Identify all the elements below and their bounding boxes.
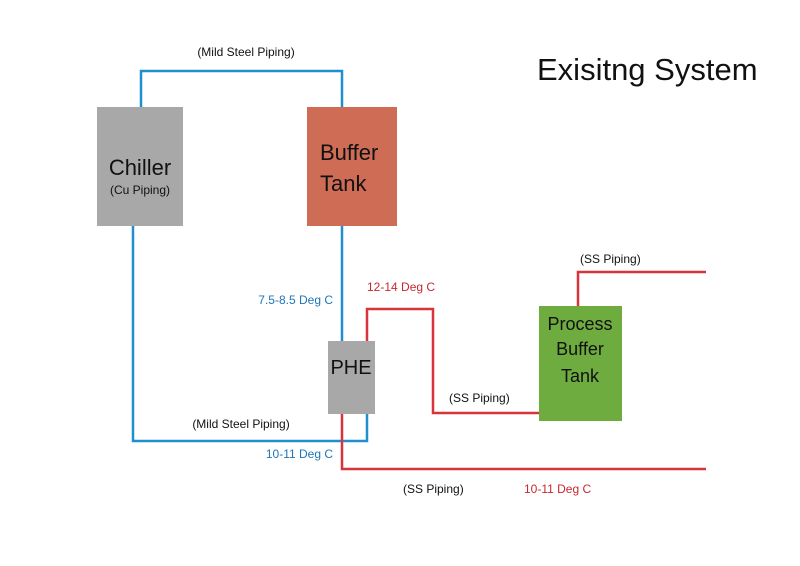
hot-return-temp-label: 10-11 Deg C xyxy=(524,482,591,496)
ss-piping-top-label: (SS Piping) xyxy=(580,252,641,266)
mild-steel-top-pipe xyxy=(139,69,344,108)
diagram-title: Exisitng System xyxy=(537,52,758,87)
phe-to-process-tank-pipe xyxy=(365,307,540,415)
buffer-tank-box xyxy=(307,107,397,226)
buffer-tank-label-line2: Tank xyxy=(320,171,367,196)
mild-steel-bottom-pipe xyxy=(131,225,369,443)
process-tank-label-line1: Process xyxy=(547,314,612,334)
cold-supply-temp-label: 7.5-8.5 Deg C xyxy=(258,293,333,307)
chiller-sublabel: (Cu Piping) xyxy=(110,183,170,197)
return-to-phe-pipe xyxy=(340,413,706,471)
mild-steel-bottom-label: (Mild Steel Piping) xyxy=(192,417,289,431)
chiller-box xyxy=(97,107,183,226)
phe-box xyxy=(328,341,375,414)
process-buffer-tank-box xyxy=(539,306,622,421)
cold-loop-piping xyxy=(131,69,369,443)
ss-piping-mid-label: (SS Piping) xyxy=(449,391,510,405)
buffer-tank-label-line1: Buffer xyxy=(320,140,378,165)
hot-inlet-temp-label: 12-14 Deg C xyxy=(367,280,435,294)
phe-label: PHE xyxy=(330,357,371,379)
process-tank-outlet-pipe xyxy=(576,270,706,307)
process-tank-label-line2: Buffer xyxy=(556,339,604,359)
chiller-label: Chiller xyxy=(109,155,171,180)
cold-return-temp-label: 10-11 Deg C xyxy=(266,447,333,461)
mild-steel-top-label: (Mild Steel Piping) xyxy=(197,45,294,59)
hot-loop-piping xyxy=(340,270,706,471)
process-tank-label-line3: Tank xyxy=(561,366,600,386)
ss-piping-bottom-label: (SS Piping) xyxy=(403,482,464,496)
